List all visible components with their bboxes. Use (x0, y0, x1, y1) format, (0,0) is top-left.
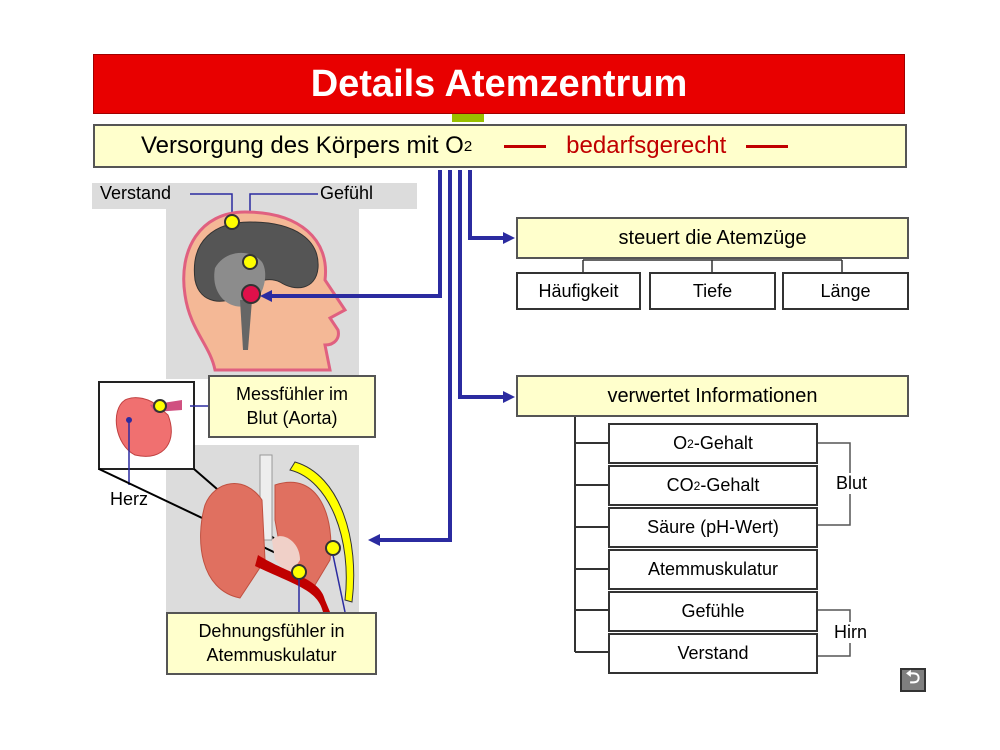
heart-in-lungs (272, 536, 300, 575)
steuert-item-label: Häufigkeit (538, 280, 619, 301)
return-arrow-icon: ⮌ (905, 667, 921, 687)
verwertet-box: verwertet Informationen (516, 375, 909, 417)
sensor-muscle-box: Dehnungsfühler in Atemmuskulatur (166, 612, 377, 675)
verwertet-item-gefuehle: Gefühle (608, 591, 818, 632)
group-label-hirn: Hirn (832, 622, 870, 643)
sensor-blood-line2: Blut (Aorta) (246, 407, 338, 428)
verwertet-item-saeure: Säure (pH-Wert) (608, 507, 818, 548)
arrowhead-lungs (368, 534, 380, 546)
arrow-to-lungs (378, 170, 452, 542)
steuert-box: steuert die Atemzüge (516, 217, 909, 259)
sensor-muscle-2 (291, 564, 307, 580)
steuert-item-label: Tiefe (692, 280, 733, 301)
subtitle-dash-left (504, 144, 547, 148)
arrow-to-verwertet (458, 170, 505, 399)
item-sub: 2 (693, 478, 701, 493)
respiratory-muscle (289, 461, 355, 603)
arrowhead-verwertet (503, 391, 515, 403)
sensor-verstand (224, 214, 240, 230)
arrowhead-steuert (503, 232, 515, 244)
steuert-item-label: Länge (820, 280, 871, 301)
arrowhead-brain (260, 290, 272, 302)
sensor-blood-line1: Messfühler im (235, 384, 349, 405)
steuert-item-haeufigkeit: Häufigkeit (516, 272, 641, 310)
sensor-blood-box: Messfühler im Blut (Aorta) (208, 375, 376, 438)
sensor-gefuehl (242, 254, 258, 270)
sensor-muscle-1 (325, 540, 341, 556)
herz-dot (126, 417, 132, 423)
item-main: Säure (pH-Wert) (647, 517, 779, 537)
group-label-blut: Blut (834, 473, 870, 494)
item-main: Verstand (677, 643, 749, 663)
arrow-to-steuert (468, 170, 505, 240)
subtitle-dash-right (746, 144, 789, 148)
sensor-aorta (153, 399, 167, 413)
steuert-item-laenge: Länge (782, 272, 909, 310)
subtitle-text: Versorgung des Körpers mit O (141, 132, 464, 159)
muscle-connector-2 (332, 554, 346, 613)
brain-stem (240, 300, 252, 350)
sensor-muscle-line2: Atemmuskulatur (206, 644, 337, 665)
verwertet-title: verwertet Informationen (607, 384, 818, 407)
item-rest: -Gehalt (693, 433, 753, 453)
item-main: O (673, 433, 688, 453)
steuert-title: steuert die Atemzüge (618, 226, 807, 249)
item-main: Gefühle (681, 601, 745, 621)
label-gefuehl: Gefühl (320, 183, 374, 203)
title-accent-tab (452, 114, 484, 122)
return-button[interactable]: ⮌ (900, 667, 926, 692)
label-verstand: Verstand (100, 183, 172, 203)
item-main: Atemmuskulatur (647, 559, 779, 579)
item-rest: -Gehalt (700, 475, 760, 495)
brain-label-strip (92, 183, 417, 209)
page-title: Details Atemzentrum (93, 54, 905, 114)
label-herz: Herz (110, 489, 149, 509)
breathing-center (241, 284, 261, 304)
verwertet-item-verstand: Verstand (608, 633, 818, 674)
item-sub: 2 (687, 436, 694, 451)
subtitle-right-text: bedarfsgerecht (566, 132, 727, 159)
left-lung (200, 483, 266, 599)
item-main: CO (666, 475, 694, 495)
steuert-item-tiefe: Tiefe (649, 272, 776, 310)
arrow-to-brain (265, 170, 442, 298)
sensor-muscle-line1: Dehnungsfühler in (198, 621, 345, 642)
subtitle-sub: 2 (463, 137, 473, 155)
page-title-text: Details Atemzentrum (310, 62, 688, 105)
verwertet-item-atemmuskulatur: Atemmuskulatur (608, 549, 818, 590)
aorta-vessel (255, 555, 330, 612)
